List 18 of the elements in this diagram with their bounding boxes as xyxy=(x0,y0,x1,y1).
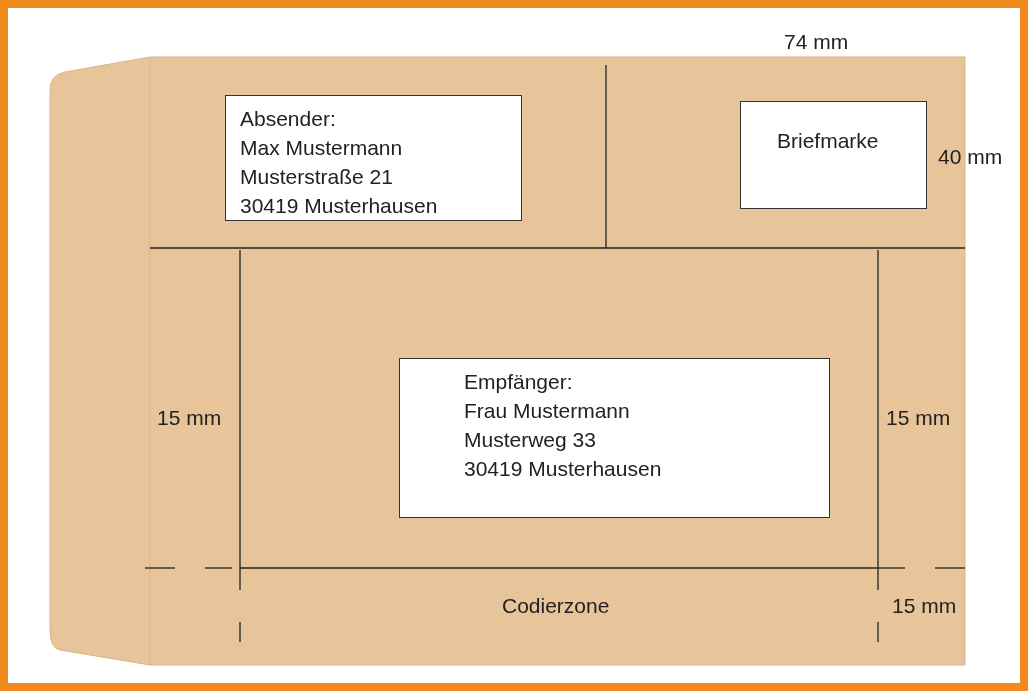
address-line: Musterstraße 21 xyxy=(240,164,394,190)
heading: Empfänger: xyxy=(464,369,574,395)
zone-label: Codierzone xyxy=(502,594,610,618)
address-line: Musterweg 33 xyxy=(464,427,597,453)
sender-address-box xyxy=(225,95,522,221)
dimension-label: 40 mm xyxy=(938,145,1003,169)
address-line: 30419 Musterhausen xyxy=(464,456,663,482)
recipient-address-box xyxy=(399,358,830,518)
dimension-label: 74 mm xyxy=(784,30,849,54)
stamp-label: Briefmarke xyxy=(777,128,880,154)
dimension-label: 15 mm xyxy=(886,406,951,430)
address-line: Frau Mustermann xyxy=(464,398,631,424)
dimension-label: 15 mm xyxy=(157,406,222,430)
address-line: Max Mustermann xyxy=(240,135,404,161)
stamp-box xyxy=(740,101,927,209)
heading: Absender: xyxy=(240,106,337,132)
dimension-label: 15 mm xyxy=(892,594,957,618)
address-line: 30419 Musterhausen xyxy=(240,193,439,219)
